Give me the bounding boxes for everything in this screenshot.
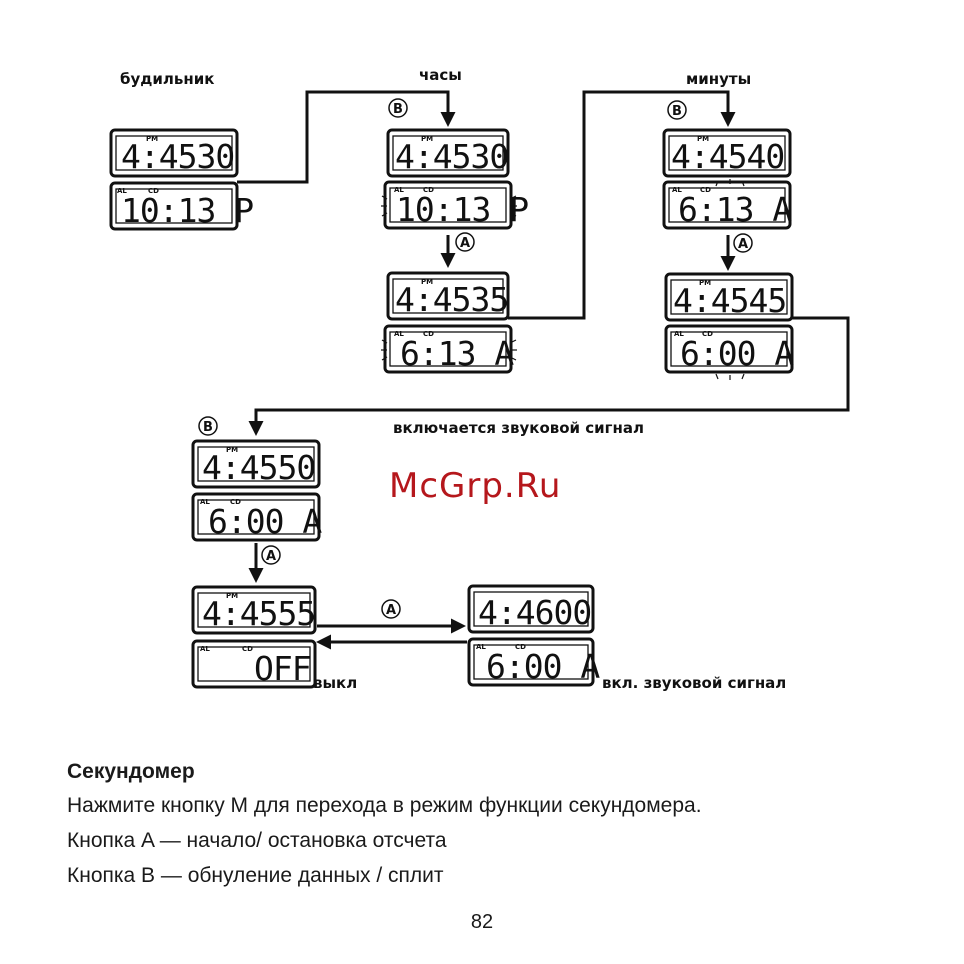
svg-text:CD: CD (700, 186, 711, 194)
button-a-marker: A (455, 232, 475, 252)
lcd-top-value: 4:4535 (395, 280, 508, 319)
svg-text:A: A (738, 237, 748, 252)
lcd-top-value: 4:4545 (673, 281, 786, 320)
lcd-display-7: PM 4:4555 AL CD OFF (191, 585, 317, 689)
svg-text:AL: AL (394, 186, 404, 194)
lcd-bottom-value: OFF (254, 649, 311, 688)
lcd-top-value: 4:4540 (671, 137, 784, 176)
flash-marks (715, 179, 745, 187)
label-minutes: минуты (686, 70, 751, 88)
svg-text:B: B (393, 102, 403, 117)
label-sound-signal-on: вкл. звуковой сигнал (602, 674, 786, 692)
connector-minutes-to-alarm-sound (248, 316, 850, 436)
svg-text:CD: CD (515, 643, 526, 651)
connector-hours-to-minutes (508, 90, 736, 320)
lcd-display-5: PM 4:4545 AL CD 6:00 A (664, 272, 795, 380)
page-number: 82 (470, 911, 494, 933)
label-hours: часы (419, 66, 462, 84)
svg-text:PM: PM (226, 446, 238, 454)
svg-text:AL: AL (672, 186, 682, 194)
lcd-display-1: PM 4:4530 AL CD 10:13 P (109, 128, 254, 231)
lcd-display-3: PM 4:4535 AL CD 6:13 A (381, 271, 517, 374)
button-a-marker: A (261, 545, 281, 565)
svg-text:AL: AL (200, 498, 210, 506)
lcd-display-4: PM 4:4540 AL CD 6:13 A (662, 128, 793, 230)
lcd-top-value: 4:4530 (395, 137, 508, 176)
svg-text:CD: CD (423, 330, 434, 338)
watermark: McGrp.Ru (389, 466, 561, 506)
svg-text:B: B (203, 420, 213, 435)
button-a-marker: A (381, 599, 401, 619)
lcd-bottom-value: 6:00 A (486, 647, 600, 686)
lcd-top-value: 4:4550 (202, 448, 315, 487)
svg-text:B: B (672, 104, 682, 119)
label-sound-on: включается звуковой сигнал (393, 419, 644, 437)
instruction-line-3: Кнопка B — обнуление данных / сплит (67, 864, 444, 887)
svg-text:CD: CD (230, 498, 241, 506)
svg-text:A: A (386, 603, 396, 618)
button-a-marker: A (733, 233, 753, 253)
svg-text:CD: CD (423, 186, 434, 194)
button-b-marker: B (667, 100, 687, 120)
svg-text:PM: PM (421, 135, 433, 143)
connector-alarm-to-hours (237, 90, 456, 184)
lcd-top-value: 4:4600 (478, 593, 591, 632)
svg-text:PM: PM (421, 278, 433, 286)
instruction-line-2: Кнопка A — начало/ остановка отсчета (67, 829, 447, 852)
flash-marks (381, 195, 517, 217)
instruction-line-1: Нажмите кнопку M для перехода в режим фу… (67, 794, 702, 817)
svg-text:AL: AL (476, 643, 486, 651)
svg-text:AL: AL (117, 187, 127, 195)
lcd-display-8: 4:4600 AL CD 6:00 A (467, 584, 601, 687)
lcd-display-2: PM 4:4530 AL CD 10:13 P (381, 128, 529, 230)
lcd-top-value: 4:4530 (121, 137, 234, 176)
svg-text:CD: CD (242, 645, 253, 653)
svg-text:CD: CD (148, 187, 159, 195)
svg-text:CD: CD (702, 330, 713, 338)
lcd-bottom-value: 10:13 P (396, 190, 528, 229)
flash-marks (715, 373, 745, 380)
svg-text:PM: PM (697, 135, 709, 143)
svg-text:PM: PM (699, 279, 711, 287)
svg-text:A: A (266, 549, 276, 564)
button-b-marker: B (198, 416, 218, 436)
svg-text:A: A (460, 236, 470, 251)
lcd-bottom-value: 6:13 A (400, 334, 514, 373)
lcd-bottom-value: 10:13 P (121, 191, 253, 230)
svg-text:AL: AL (394, 330, 404, 338)
lcd-bottom-value: 6:00 A (680, 334, 794, 373)
svg-text:PM: PM (146, 135, 158, 143)
label-off: выкл (313, 674, 357, 692)
lcd-bottom-value: 6:00 A (208, 502, 322, 541)
svg-text:AL: AL (200, 645, 210, 653)
svg-text:AL: AL (674, 330, 684, 338)
flash-marks (381, 339, 517, 361)
lcd-bottom-value: 6:13 A (678, 190, 792, 229)
svg-text:PM: PM (226, 592, 238, 600)
section-title: Секундомер (67, 760, 195, 783)
lcd-display-6: PM 4:4550 AL CD 6:00 A (191, 439, 323, 542)
lcd-top-value: 4:4555 (202, 594, 315, 633)
button-b-marker: B (388, 98, 408, 118)
label-alarm: будильник (120, 70, 214, 88)
